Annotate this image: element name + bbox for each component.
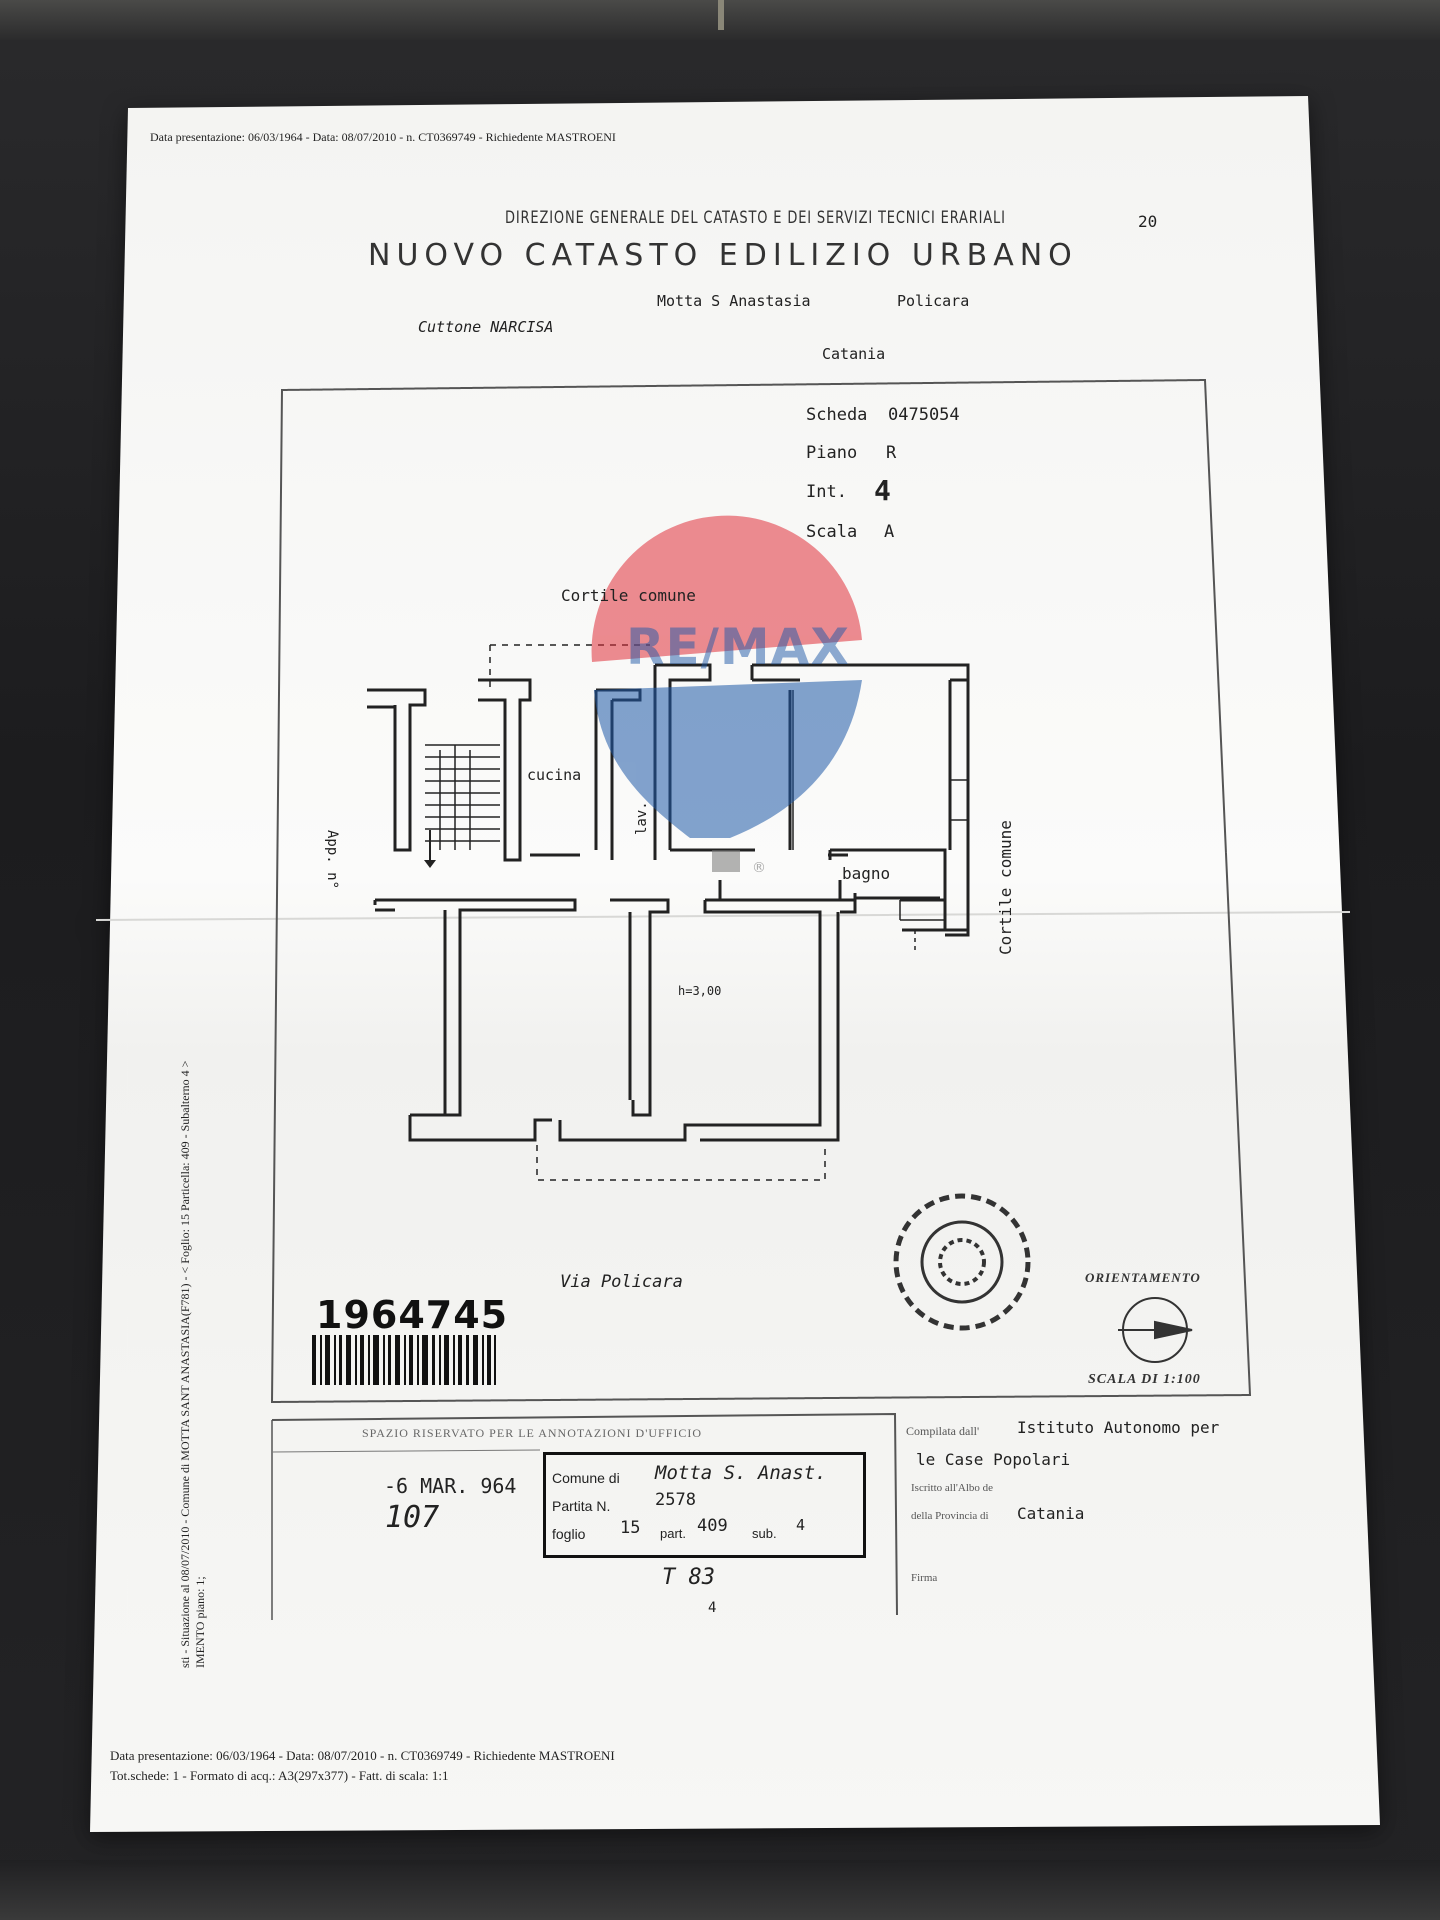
- number-hand: 107: [385, 1500, 440, 1535]
- scheda-label: Scheda: [806, 405, 868, 425]
- annotation-line: [271, 1449, 541, 1453]
- label-street: Via Policara: [560, 1272, 683, 1292]
- compiler-albo: Iscritto all'Albo de: [911, 1482, 994, 1494]
- side-text-line2: IMENTO piano: 1;: [193, 1576, 207, 1668]
- compiler-provincia-label: della Provincia di: [911, 1510, 989, 1522]
- provincia-name: Catania: [822, 345, 886, 363]
- catasto-box: [543, 1452, 866, 1558]
- presentation-header: Data presentazione: 06/03/1964 - Data: 0…: [150, 130, 616, 144]
- official-stamp: [893, 1193, 1031, 1331]
- compass-symbol: [1118, 1297, 1193, 1363]
- floor-plan: [367, 644, 970, 1181]
- partita-value: 2578: [655, 1490, 696, 1510]
- label-height: h=3,00: [678, 984, 722, 998]
- part-value: 409: [697, 1516, 728, 1536]
- compiler-institute: Istituto Autonomo per: [1017, 1418, 1220, 1437]
- orientation-label: ORIENTAMENTO: [1085, 1270, 1201, 1285]
- background-wire: [718, 0, 724, 30]
- scala-value: A: [884, 522, 895, 542]
- comune-value: Motta S. Anast.: [655, 1462, 827, 1484]
- label-app: App. n°: [324, 830, 340, 890]
- barcode-number: 1964745: [316, 1293, 509, 1337]
- piano-label: Piano: [806, 443, 858, 463]
- scheda-value: 0475054: [888, 405, 960, 425]
- compiler-print: Compilata dall': [906, 1424, 980, 1438]
- background-table: [0, 1860, 1440, 1920]
- label-bagno: bagno: [842, 864, 891, 883]
- paper: [90, 96, 1380, 1832]
- int-label: Int.: [806, 482, 847, 502]
- part-label: part.: [660, 1526, 687, 1541]
- paper-fold: [95, 911, 1351, 921]
- scala-label: Scala: [806, 522, 858, 542]
- remax-registered: ®: [752, 860, 766, 876]
- reserved-title: SPAZIO RISERVATO PER LE ANNOTAZIONI D'UF…: [362, 1426, 703, 1440]
- remax-logo-text: RE/MAX: [626, 618, 850, 676]
- date-stamp: -6 MAR. 964: [384, 1474, 517, 1498]
- t-value: T 83: [662, 1565, 715, 1590]
- sub-label: sub.: [752, 1526, 777, 1541]
- annotation-frame: [271, 1412, 898, 1616]
- label-cortile-right: Cortile comune: [996, 820, 1015, 955]
- compiler-signature-label: Firma: [911, 1572, 938, 1584]
- footer-line1: Data presentazione: 06/03/1964 - Data: 0…: [110, 1748, 615, 1763]
- int-value: 4: [874, 474, 891, 507]
- label-cucina: cucina: [527, 766, 582, 784]
- partita-label: Partita N.: [552, 1498, 611, 1514]
- mod-number: 20: [1138, 212, 1158, 231]
- sub-value: 4: [796, 1516, 806, 1534]
- comune-name: Motta S Anastasia: [657, 292, 811, 310]
- t-sub: 4: [708, 1600, 717, 1616]
- footer-line2: Tot.schede: 1 - Formato di acq.: A3(297x…: [110, 1768, 449, 1783]
- ministry-line: DIREZIONE GENERALE DEL CATASTO E DEI SER…: [505, 208, 1006, 228]
- comune-label: Comune di: [552, 1470, 620, 1486]
- piano-value: R: [886, 443, 897, 463]
- scale-label: SCALA DI 1:100: [1088, 1372, 1201, 1387]
- via-name: Policara: [897, 292, 970, 310]
- label-lav: lav.: [634, 801, 650, 835]
- compiler-institute-line2: le Case Popolari: [916, 1450, 1071, 1469]
- barcode: [312, 1335, 496, 1385]
- side-text-line1: sti - Situazione al 08/07/2010 - Comune …: [178, 1060, 192, 1668]
- remax-watermark: [591, 515, 862, 872]
- drawing-frame: [270, 378, 1252, 1404]
- document-title: NUOVO CATASTO EDILIZIO URBANO: [368, 238, 1078, 273]
- label-cortile-top: Cortile comune: [561, 586, 696, 605]
- foglio-label: foglio: [552, 1526, 586, 1542]
- compiler-provincia-value: Catania: [1017, 1504, 1085, 1523]
- owner-name: Cuttone NARCISA: [418, 318, 554, 336]
- foglio-value: 15: [620, 1518, 641, 1538]
